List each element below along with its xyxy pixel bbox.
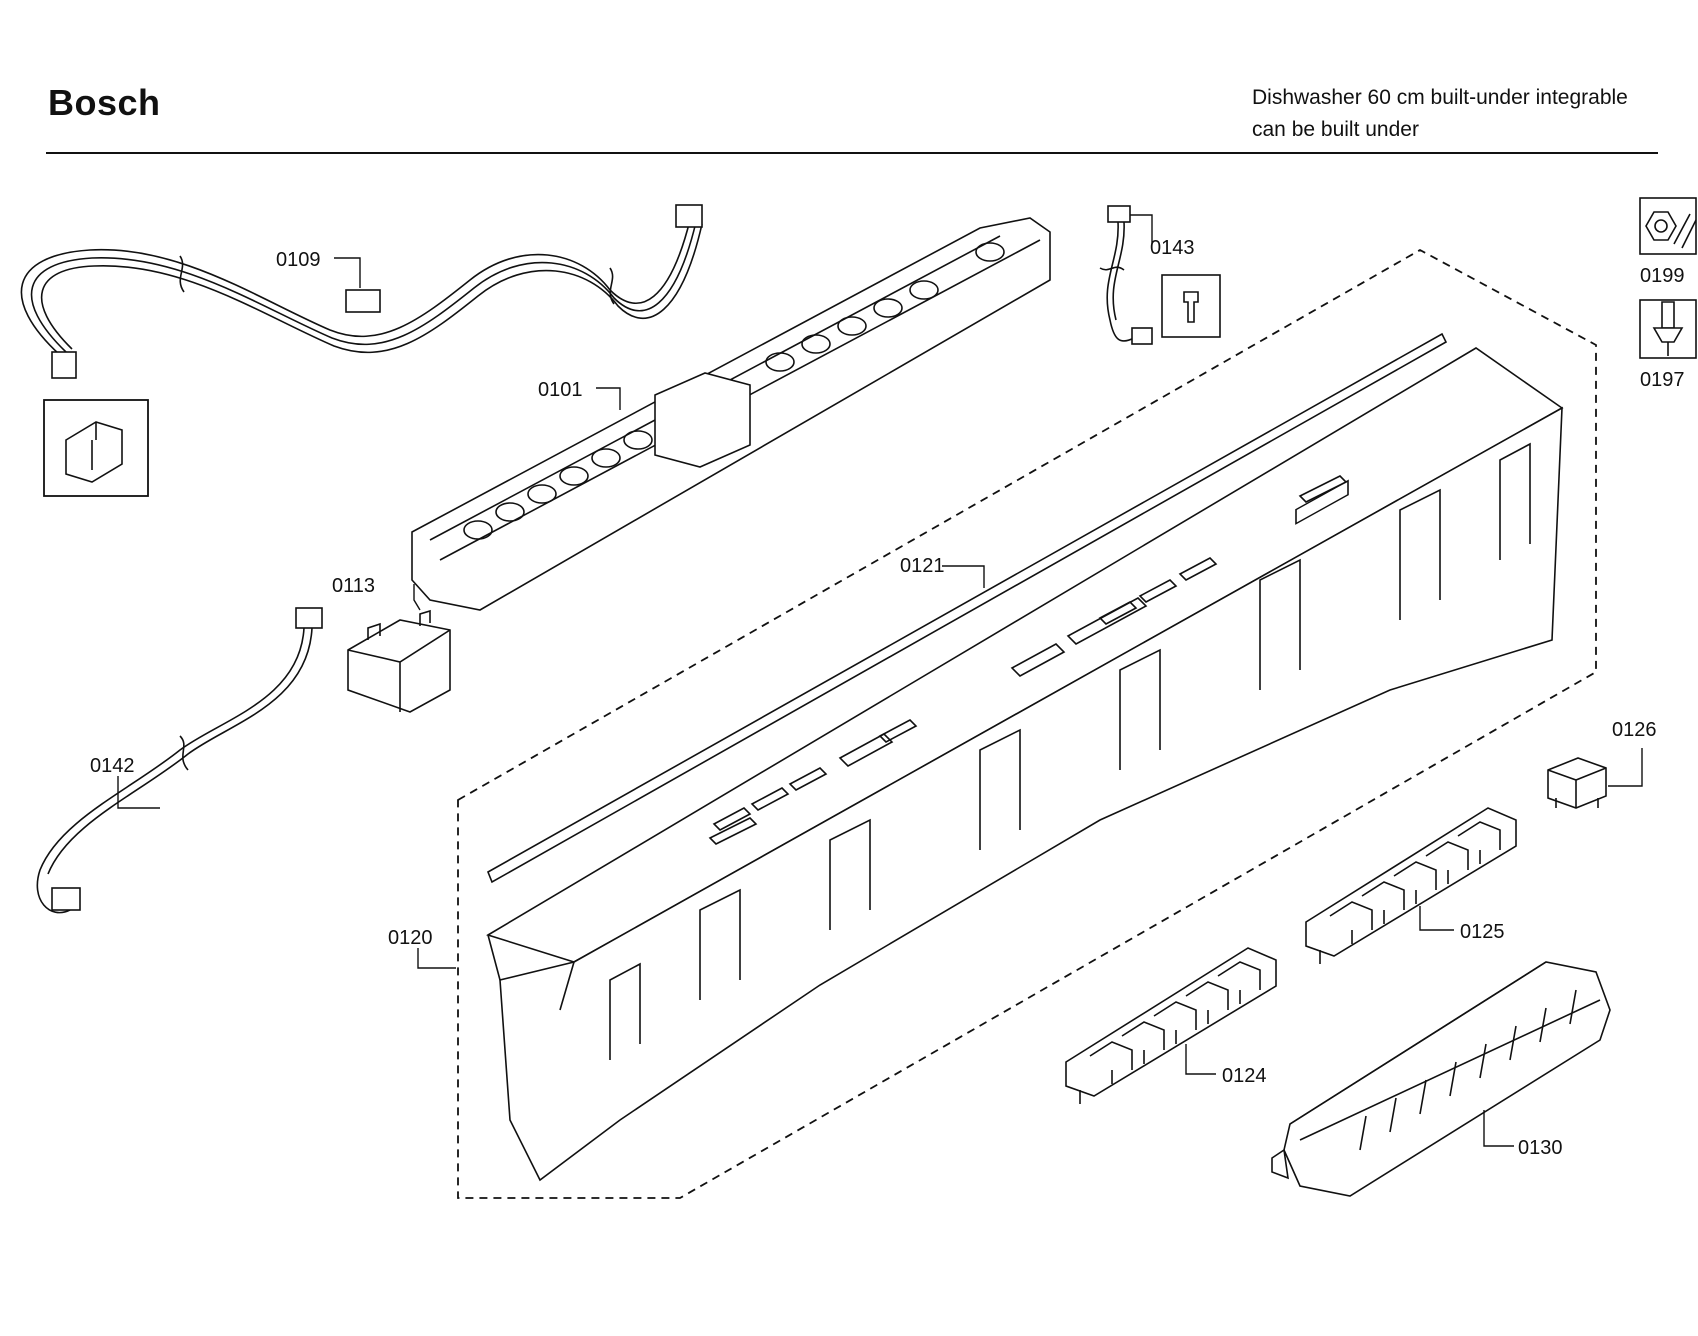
assembly-boundary <box>457 248 1597 1199</box>
part-0113-bracket[interactable]: 0113 <box>332 575 451 713</box>
tool-wrench-nut: 0199 <box>1639 197 1697 287</box>
label-0109: 0109 <box>276 249 321 271</box>
part-0126-button-cap[interactable]: 0126 <box>1547 719 1657 809</box>
label-0113: 0113 <box>332 575 375 597</box>
label-0126: 0126 <box>1612 719 1657 741</box>
label-0199: 0199 <box>1640 265 1685 287</box>
label-0143: 0143 <box>1150 237 1195 259</box>
part-0121-trim-strip[interactable]: 0121 <box>486 332 1448 884</box>
screwdriver-icon <box>1661 301 1675 329</box>
part-0109-wiring-harness[interactable]: 0109 <box>20 204 703 497</box>
label-0197: 0197 <box>1640 369 1685 391</box>
part-0125-button-strip[interactable]: 0125 <box>1305 807 1517 964</box>
label-0130: 0130 <box>1518 1137 1563 1159</box>
label-0121: 0121 <box>900 555 945 577</box>
part-0142-cable[interactable]: 0142 <box>36 607 323 914</box>
header-divider <box>46 152 1658 154</box>
label-0124: 0124 <box>1222 1065 1267 1087</box>
label-0101: 0101 <box>538 379 583 401</box>
part-0124-button-strip[interactable]: 0124 <box>1065 947 1277 1104</box>
part-0143-sensor-cable[interactable]: 0143 <box>1099 205 1221 345</box>
wrench-nut-icon <box>1645 211 1677 241</box>
part-0120-panel-housing[interactable]: 0120 <box>388 347 1564 1182</box>
label-0120: 0120 <box>388 927 433 949</box>
part-0130-cover[interactable]: 0130 <box>1271 961 1611 1197</box>
brand-title: Bosch <box>48 82 161 123</box>
part-0101-control-module[interactable]: 0101 <box>411 217 1051 611</box>
model-description-line1: Dishwasher 60 cm built-under integrable <box>1252 86 1628 109</box>
label-0125: 0125 <box>1460 921 1505 943</box>
model-description-line2: can be built under <box>1252 118 1419 141</box>
label-0142: 0142 <box>90 755 135 777</box>
tool-screwdriver: 0197 <box>1639 299 1697 391</box>
model-description: Dishwasher 60 cm built-under integrable … <box>1252 82 1628 146</box>
